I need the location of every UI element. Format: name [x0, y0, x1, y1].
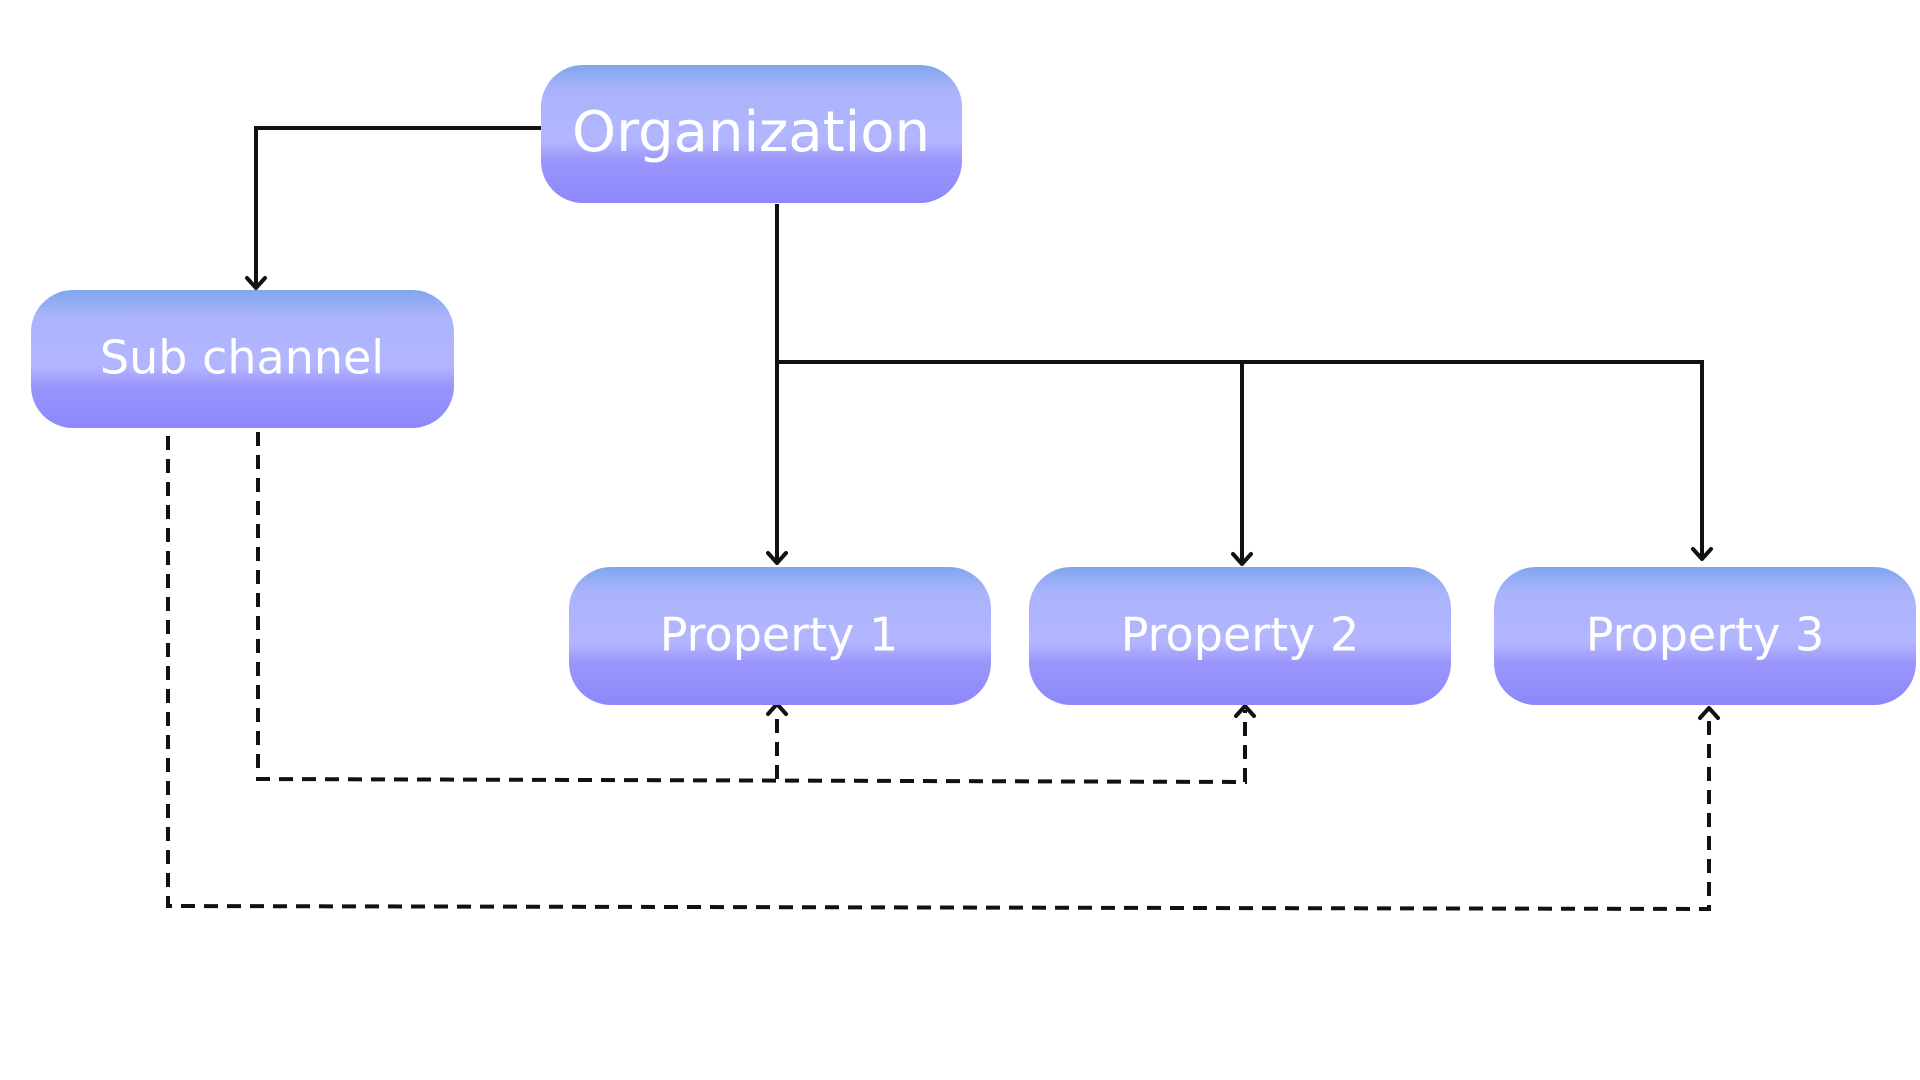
edge-sub-channel-to-property-1-2	[256, 432, 1247, 785]
node-property-3[interactable]: Property 3	[1494, 567, 1916, 705]
node-property-2[interactable]: Property 2	[1029, 567, 1451, 705]
node-organization[interactable]: Organization	[541, 65, 962, 203]
edge-sub-channel-to-property-3	[166, 436, 1711, 912]
node-organization-label: Organization	[572, 100, 930, 165]
arrowhead-sub-channel	[245, 276, 267, 290]
node-sub-channel[interactable]: Sub channel	[31, 290, 454, 428]
node-property-1-label: Property 1	[660, 608, 899, 662]
arrowhead-property-3-dashed	[1698, 706, 1720, 720]
node-property-2-label: Property 2	[1121, 608, 1360, 662]
arrowhead-property-3-solid	[1691, 547, 1713, 561]
arrowhead-property-2-dashed	[1234, 704, 1256, 718]
edge-organization-to-sub-channel	[254, 126, 542, 289]
arrowhead-property-1-dashed	[766, 702, 788, 716]
node-property-1[interactable]: Property 1	[569, 567, 991, 705]
arrowhead-property-1-solid	[766, 551, 788, 565]
node-sub-channel-label: Sub channel	[100, 331, 384, 385]
node-property-3-label: Property 3	[1586, 608, 1825, 662]
arrowhead-property-2-solid	[1231, 552, 1253, 566]
